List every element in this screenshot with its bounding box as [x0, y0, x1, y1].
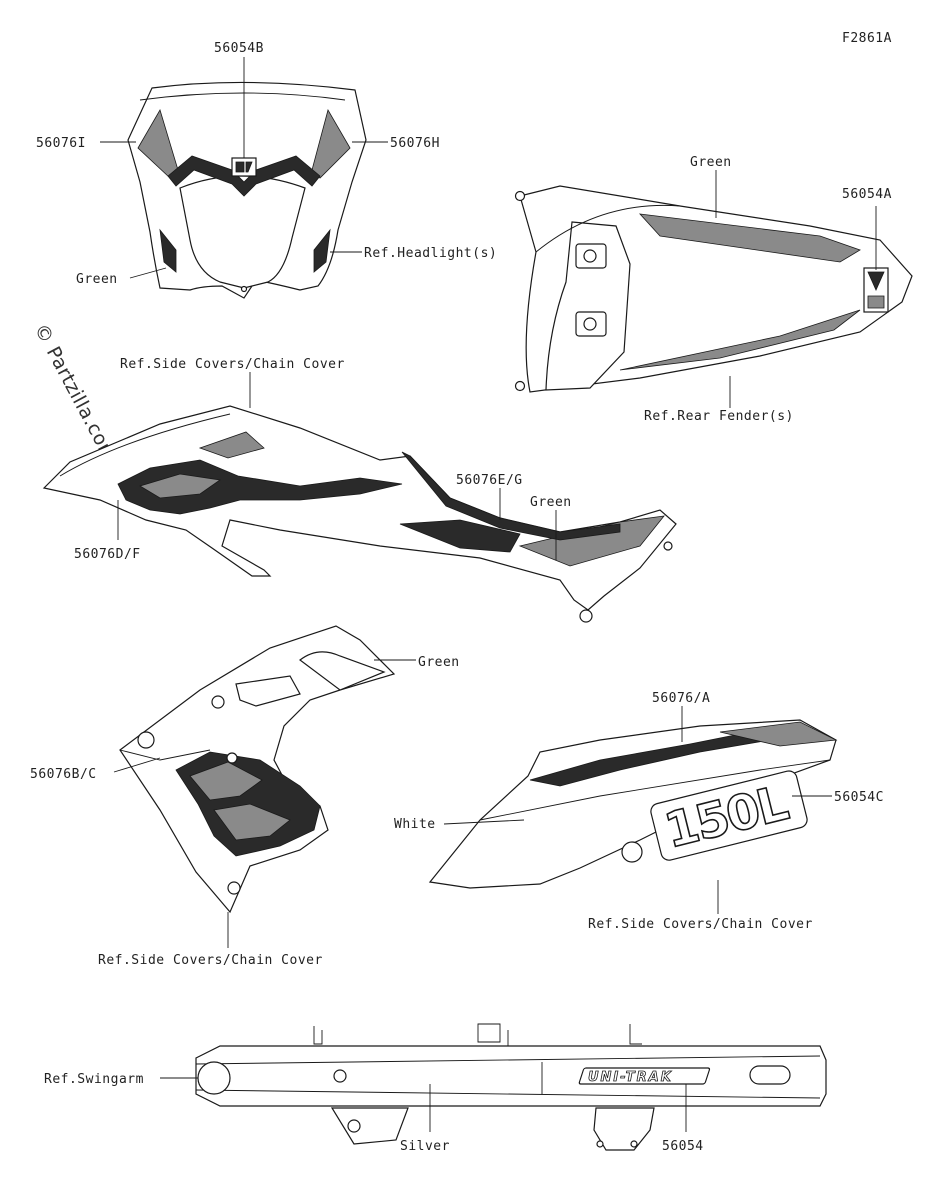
headlight-color-label: Green — [76, 272, 118, 287]
rear-fender-part-label: 56054A — [842, 187, 892, 202]
upper-side-cover-group — [42, 405, 677, 623]
headlight-cowl-group — [127, 81, 367, 299]
upper-side-cover-color-label: Green — [530, 495, 572, 510]
radiator-shroud-part-label: 56076B/C — [30, 767, 97, 782]
side-cover-color-label: White — [394, 817, 436, 832]
rear-fender-color-label: Green — [690, 155, 732, 170]
side-cover-group: 150L — [428, 719, 838, 889]
upper-side-cover-part-left-label: 56076D/F — [74, 547, 141, 562]
radiator-shroud-color-label: Green — [418, 655, 460, 670]
radiator-shroud-ref-label: Ref.Side Covers/Chain Cover — [98, 953, 323, 968]
swingarm-ref-label: Ref.Swingarm — [44, 1072, 144, 1087]
headlight-part-right-label: 56076H — [390, 136, 440, 151]
swingarm-group: UNI-TRAK — [195, 1023, 827, 1151]
rear-fender-group — [514, 185, 913, 393]
headlight-part-top-label: 56054B — [214, 41, 264, 56]
swingarm[interactable] — [195, 1045, 827, 1107]
headlight-part-left-label: 56076I — [36, 136, 86, 151]
upper-side-cover-ref-label: Ref.Side Covers/Chain Cover — [120, 357, 345, 372]
headlight-ref-label: Ref.Headlight(s) — [364, 246, 497, 261]
side-cover-part-top-label: 56076/A — [652, 691, 710, 706]
side-cover-ref-label: Ref.Side Covers/Chain Cover — [588, 917, 813, 932]
radiator-shroud-group — [119, 625, 396, 914]
watermark: © Partzilla.com — [30, 320, 122, 466]
upper-side-cover[interactable] — [42, 405, 677, 611]
swingarm-part-label: 56054 — [662, 1139, 704, 1154]
swingarm-color-label: Silver — [400, 1139, 450, 1154]
swingarm-pivot — [197, 1061, 231, 1095]
swingarm-decal: UNI-TRAK — [578, 1067, 711, 1085]
figure-id: F2861A — [842, 31, 892, 46]
swingarm-decal-text: UNI-TRAK — [588, 1070, 673, 1085]
rear-fender-ref-label: Ref.Rear Fender(s) — [644, 409, 794, 424]
side-cover-part-right-label: 56054C — [834, 790, 884, 805]
upper-side-cover-part-right-label: 56076E/G — [456, 473, 523, 488]
